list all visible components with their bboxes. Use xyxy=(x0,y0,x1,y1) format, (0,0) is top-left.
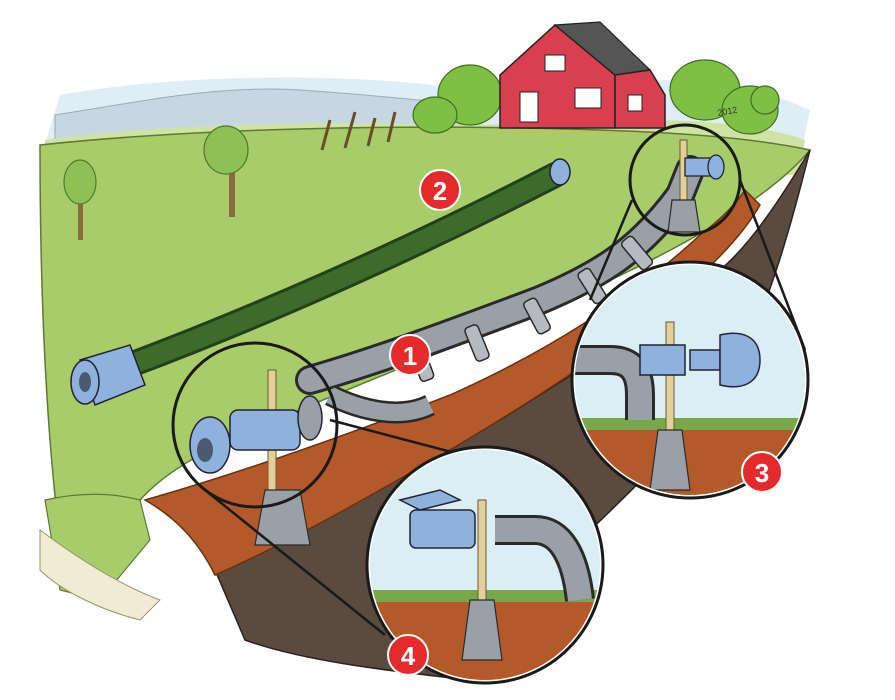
svg-text:2: 2 xyxy=(433,176,447,206)
callout-badge-4: 4 xyxy=(388,635,428,675)
svg-text:4: 4 xyxy=(401,641,416,671)
svg-text:3: 3 xyxy=(755,458,769,488)
svg-text:1: 1 xyxy=(403,341,417,371)
callout-badge-3: 3 xyxy=(742,452,782,492)
red-barn xyxy=(500,22,665,128)
callout-badge-2: 2 xyxy=(420,170,460,210)
callout-badge-1: 1 xyxy=(390,335,430,375)
